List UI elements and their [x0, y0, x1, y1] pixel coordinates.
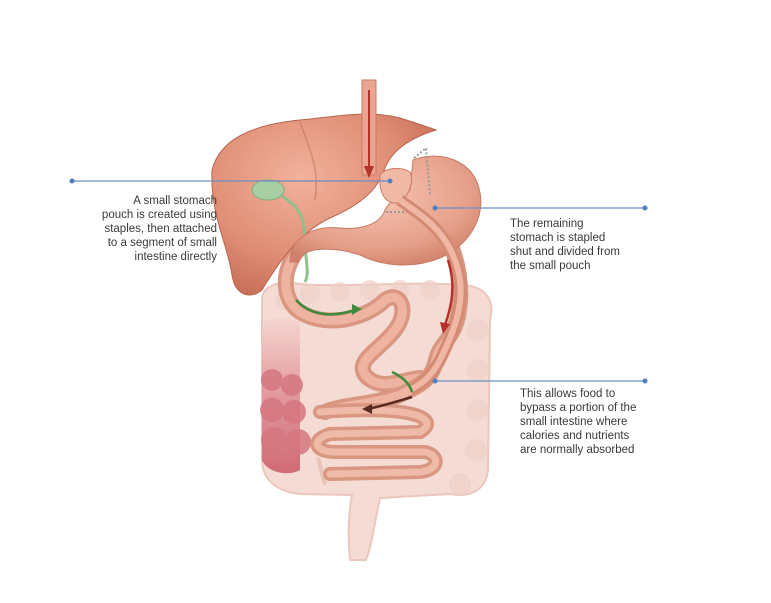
bile-flow-arrow [295, 299, 356, 316]
annotation-line: A small stomach [133, 195, 217, 207]
callout-dot [642, 378, 648, 384]
annotation-line: staples, then attached [104, 223, 217, 235]
annotation-line: calories and nutrients [520, 430, 630, 442]
stomach [289, 146, 482, 266]
callout-dot [642, 205, 648, 211]
annotation-line: to a segment of small [107, 237, 217, 249]
annotation-line: bypass a portion of the [520, 402, 637, 414]
annotation-line: the small pouch [510, 260, 591, 272]
annotation-remaining-stomach: The remaining stomach is stapled shut an… [510, 217, 620, 273]
esophagus [361, 79, 377, 178]
callout-dot [69, 178, 75, 184]
annotation-line: pouch is created using [101, 209, 217, 221]
annotation-pouch: A small stomach pouch is created using s… [85, 194, 217, 264]
callout-dot [387, 178, 393, 184]
annotation-bypass: This allows food to bypass a portion of … [520, 387, 636, 457]
food-flow-arrow [443, 259, 454, 326]
annotation-line: This allows food to [520, 388, 616, 400]
annotation-line: are normally absorbed [520, 444, 635, 456]
callout-dot [432, 205, 438, 211]
annotation-line: small intestine where [520, 416, 628, 428]
annotation-line: stomach is stapled [510, 232, 606, 244]
annotation-line: The remaining [510, 218, 584, 230]
liver [211, 113, 438, 296]
roux-limb [295, 195, 467, 414]
annotation-line: intestine directly [134, 251, 217, 263]
annotation-line: shut and divided from [510, 246, 620, 258]
callout-lines [69, 178, 648, 384]
callout-dot [432, 378, 438, 384]
